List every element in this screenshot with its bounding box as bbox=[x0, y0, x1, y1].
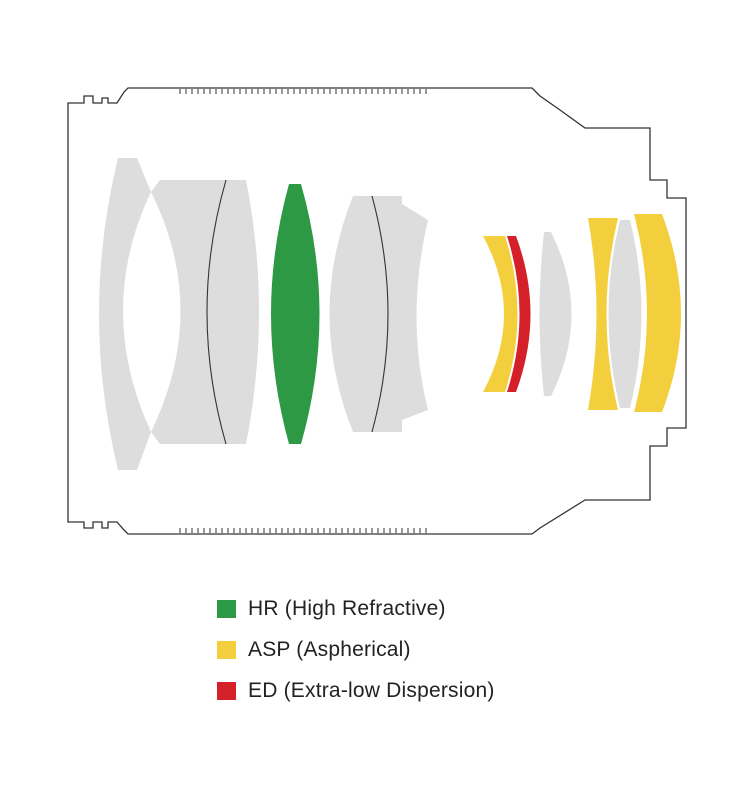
cement-line-2 bbox=[371, 195, 389, 433]
legend-item-hr: HR (High Refractive) bbox=[217, 596, 495, 620]
lens-element-9 bbox=[539, 232, 572, 396]
barrel-ribs-bottom bbox=[179, 528, 427, 533]
lens-element-2 bbox=[151, 180, 226, 444]
lens-element-6 bbox=[372, 196, 428, 432]
legend-label-asp: ASP (Aspherical) bbox=[248, 637, 411, 661]
lens-element-5 bbox=[329, 196, 388, 432]
legend-swatch-asp bbox=[217, 640, 236, 659]
lens-element-11 bbox=[608, 220, 642, 408]
lens-element-1 bbox=[99, 158, 151, 470]
lens-element-asp-2 bbox=[588, 218, 618, 410]
legend-label-hr: HR (High Refractive) bbox=[248, 596, 446, 620]
cement-line-1 bbox=[206, 179, 227, 445]
legend-item-asp: ASP (Aspherical) bbox=[217, 637, 495, 661]
lens-construction-diagram bbox=[67, 87, 687, 535]
lens-element-hr bbox=[271, 184, 320, 444]
legend: HR (High Refractive) ASP (Aspherical) ED… bbox=[217, 596, 495, 721]
barrel-ribs-top bbox=[179, 89, 427, 94]
lens-element-ed bbox=[507, 236, 531, 392]
lens-element-asp-3 bbox=[634, 214, 681, 412]
legend-item-ed: ED (Extra-low Dispersion) bbox=[217, 678, 495, 702]
lens-element-asp-1 bbox=[483, 236, 518, 392]
legend-swatch-ed bbox=[217, 681, 236, 700]
legend-swatch-hr bbox=[217, 599, 236, 618]
lens-element-3 bbox=[207, 180, 259, 444]
legend-label-ed: ED (Extra-low Dispersion) bbox=[248, 678, 495, 702]
lens-barrel-outline bbox=[67, 87, 687, 535]
